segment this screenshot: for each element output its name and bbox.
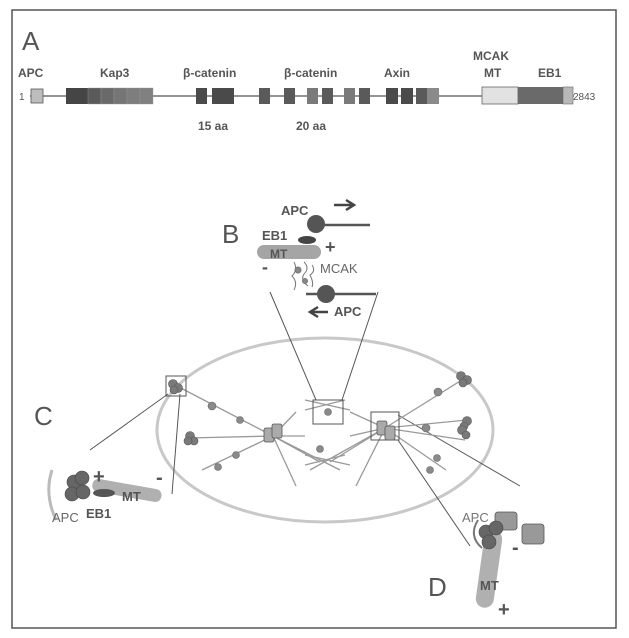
inset-c-minus: - [156, 467, 163, 489]
repeat-box [196, 88, 207, 104]
inset-b-mt: MT [270, 247, 288, 261]
callout-line [397, 439, 471, 547]
inset-c-eb1: EB1 [86, 506, 111, 521]
eb1-ellipse-b [298, 236, 316, 244]
cell-outline [155, 336, 495, 524]
eb1-ellipse-c [93, 489, 115, 497]
label-apc-domain: APC [18, 66, 44, 80]
inset-b-apc-top: APC [281, 203, 309, 218]
kap3-block [87, 87, 102, 105]
callout-line [89, 393, 169, 451]
panel-a: A APC Kap3 β-catenin β-catenin Axin MCAK… [18, 26, 596, 133]
inset-d-mt: MT [480, 578, 499, 593]
mitotic-spindle [89, 291, 521, 547]
eb1-binding-box [518, 87, 563, 104]
panel-a-letter: A [22, 26, 40, 56]
kinetochore-box-b [312, 399, 344, 425]
eb1-binding-tail [562, 86, 574, 105]
repeat-box [359, 88, 370, 104]
repeat-box [259, 88, 270, 104]
label-axin: Axin [384, 66, 410, 80]
cluster-c [168, 379, 183, 395]
apc-loop-d [472, 519, 483, 549]
panel-d-inset: D APC - MT + [428, 510, 545, 621]
repeat-box [401, 88, 413, 104]
microtubule-c [92, 478, 162, 503]
kap3-block [139, 87, 154, 105]
inset-c-mt: MT [122, 489, 141, 504]
panel-c-inset: C + - MT APC EB1 [34, 401, 163, 525]
repeat-box [416, 88, 427, 104]
repeat-box [284, 88, 295, 104]
repeat-box [322, 88, 333, 104]
basic-domain-box [481, 86, 519, 105]
panel-c-letter: C [34, 401, 53, 431]
arrow-left [307, 305, 328, 319]
label-kap3: Kap3 [100, 66, 130, 80]
inset-b-mcak: MCAK [320, 261, 358, 276]
cluster-right-low [457, 425, 471, 440]
repeat-box [427, 88, 439, 104]
kap3-repeats [66, 87, 154, 105]
cluster-left-tip [183, 431, 199, 446]
apc-dots [207, 387, 443, 474]
inset-c-plus: + [93, 466, 105, 488]
repeats-20aa [259, 88, 370, 104]
centrosome-left [263, 423, 283, 443]
inset-d-plus: + [498, 599, 510, 621]
kap3-block [126, 87, 141, 105]
kap3-block [66, 88, 88, 104]
panel-d-letter: D [428, 572, 447, 602]
panel-b-letter: B [222, 219, 239, 249]
cortex-arc-c [47, 469, 58, 521]
centrosome-right [376, 420, 396, 441]
repeat-box [212, 88, 234, 104]
repeat-box [344, 88, 355, 104]
callout-line [269, 291, 317, 401]
label-mt-domain: MT [484, 66, 502, 80]
label-20aa: 20 aa [296, 119, 326, 133]
apc-balls-d [478, 520, 504, 550]
callout-line [341, 291, 379, 401]
apc-ball-bottom [317, 285, 335, 303]
kinetochore-box-d [370, 411, 400, 441]
oligomerization-box [30, 88, 44, 104]
residue-start: 1 [19, 92, 25, 103]
label-mcak: MCAK [473, 49, 509, 63]
apc-balls-c [64, 470, 91, 502]
cluster-right-top [456, 371, 472, 388]
repeat-box [307, 88, 318, 104]
arrow-right [334, 198, 357, 212]
inset-b-eb1: EB1 [262, 228, 287, 243]
kap3-block [100, 87, 115, 105]
callout-line [171, 393, 181, 495]
inset-d-apc: APC [462, 510, 489, 525]
residue-end: 2843 [573, 92, 596, 103]
inset-b-plus: + [325, 237, 336, 257]
label-beta-catenin-2: β-catenin [284, 66, 337, 80]
panel-b-inset: B APC EB1 + MT - MCAK APC [222, 198, 376, 319]
label-beta-catenin-1: β-catenin [183, 66, 236, 80]
mcak-protofilaments [291, 261, 315, 291]
centrosome-d [494, 511, 545, 545]
inset-c-apc: APC [52, 510, 79, 525]
apc-ball-top [307, 215, 325, 233]
kinetochore-box-c [165, 375, 187, 397]
repeat-box [386, 88, 398, 104]
inset-b-apc-bottom: APC [334, 304, 362, 319]
repeats-15aa [196, 88, 234, 104]
inset-b-minus: - [262, 257, 268, 277]
axin-repeats [386, 88, 439, 104]
microtubule-d [475, 530, 503, 608]
kap3-block [113, 87, 128, 105]
label-eb1-domain: EB1 [538, 66, 562, 80]
label-15aa: 15 aa [198, 119, 228, 133]
inset-d-minus: - [512, 537, 519, 559]
callout-line [397, 414, 521, 487]
microtubule-b [257, 245, 321, 259]
